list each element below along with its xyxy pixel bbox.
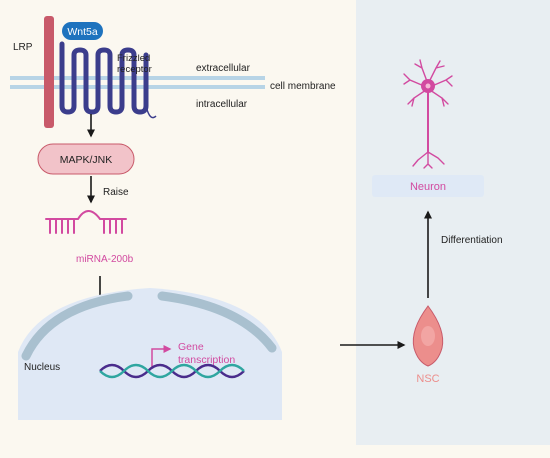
right-panel [356,0,550,445]
lrp-receptor [44,16,54,128]
nucleus-body [18,288,282,420]
mirna-label: miRNA-200b [76,254,134,265]
nuclear-envelope-left [21,291,133,361]
membrane-outer-layer [10,76,265,80]
mirna-200b-hairpin [45,210,127,234]
raise-label: Raise [103,187,129,198]
dna-helix [99,363,245,379]
gene-label-line1: Gene [178,341,204,353]
membrane-inner-layer [10,85,265,89]
extracellular-label: extracellular [196,63,251,74]
lrp-label: LRP [13,42,33,53]
nsc-nucleus [421,326,435,346]
receptor-tail [145,105,157,119]
frizzled-label-line1: Frizzled [117,53,150,64]
nuclear-envelope-right [157,291,277,353]
differentiation-label: Differentiation [441,235,503,246]
neuron-cell [403,59,453,169]
cell-membrane-label: cell membrane [270,81,336,92]
neuron-nucleus [425,83,431,89]
frizzled-label-line2: receptor [117,64,152,75]
dna-strand-b [99,363,245,379]
intracellular-label: intracellular [196,99,248,110]
wnt5a-label: Wnt5a [67,26,98,38]
neuron-label-box [372,175,484,197]
transcription-arrow [151,345,172,368]
nucleus-label: Nucleus [24,362,60,373]
wnt5a-ligand [62,22,103,40]
gene-label-line2: transcription [178,354,235,366]
mapk-jnk-box [37,143,135,175]
mapk-jnk-label: MAPK/JNK [60,154,113,166]
cell-membrane [10,76,265,89]
neuron-label: Neuron [410,181,446,193]
nsc-label: NSC [416,373,439,385]
frizzled-receptor [59,41,149,115]
